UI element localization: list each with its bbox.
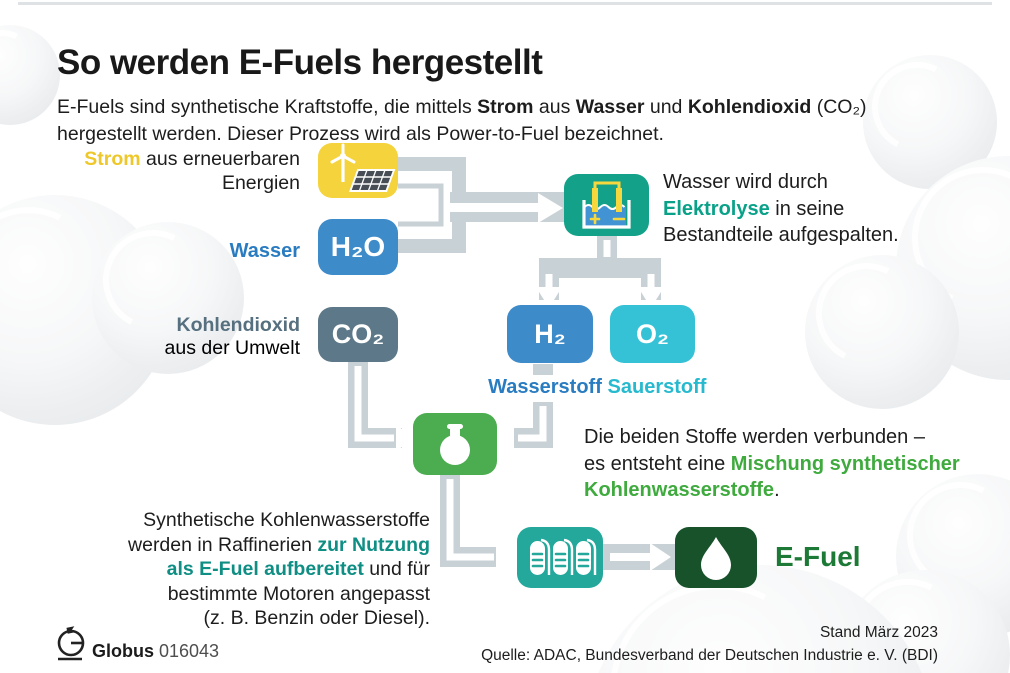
globus-credit: Globus 016043 xyxy=(92,641,219,662)
h2o-formula: H₂O xyxy=(330,231,386,262)
co2-formula: CO₂ xyxy=(331,319,385,349)
renewable-energy-node xyxy=(318,143,398,198)
kohlendioxid-label: Kohlendioxid aus der Umwelt xyxy=(164,314,300,359)
h2-formula: H₂ xyxy=(534,318,566,349)
bubble-decoration xyxy=(92,222,244,374)
hydrogen-node: H₂ xyxy=(507,305,593,363)
h2o-node: H₂O xyxy=(318,219,398,275)
top-rule xyxy=(18,2,992,5)
date-stamp: Stand März 2023 xyxy=(819,624,938,641)
o2-formula: O₂ xyxy=(636,318,669,349)
mixing-node xyxy=(413,413,497,475)
page-title: So werden E-Fuels hergestellt xyxy=(57,43,543,83)
co2-node: CO₂ xyxy=(318,307,398,362)
efuel-node xyxy=(675,527,757,588)
globus-globe-icon xyxy=(57,626,85,661)
refinery-node xyxy=(517,527,603,588)
wasserstoff-label: Wasserstoff xyxy=(488,376,602,398)
fuel-droplet-icon xyxy=(701,537,731,580)
electrolysis-node xyxy=(564,174,649,236)
source-credit: Quelle: ADAC, Bundesverband der Deutsche… xyxy=(481,647,938,664)
wasser-label: Wasser xyxy=(229,240,300,262)
sauerstoff-label: Sauerstoff xyxy=(607,376,707,398)
wind-turbine-solar-panel-icon xyxy=(330,143,396,192)
oxygen-node: O₂ xyxy=(610,305,695,363)
refinery-columns-icon xyxy=(530,538,597,575)
electrolysis-basin-icon xyxy=(582,181,631,229)
round-flask-icon xyxy=(440,424,470,465)
intro-text: E-Fuels sind synthetische Kraftstoffe, d… xyxy=(57,95,867,145)
efuel-label: E-Fuel xyxy=(775,541,861,572)
globus-number: 016043 xyxy=(154,641,220,661)
globus-brand: Globus xyxy=(92,641,154,661)
electrolysis-note: Wasser wird durch Elektrolyse in seine B… xyxy=(663,171,899,246)
bubble-decoration xyxy=(805,255,959,409)
strom-label: Strom aus erneuerbaren Energien xyxy=(84,148,300,194)
mixing-note: Die beiden Stoffe werden verbunden – es … xyxy=(584,426,960,501)
refining-note: Synthetische Kohlenwasserstoffe werden i… xyxy=(128,509,430,629)
